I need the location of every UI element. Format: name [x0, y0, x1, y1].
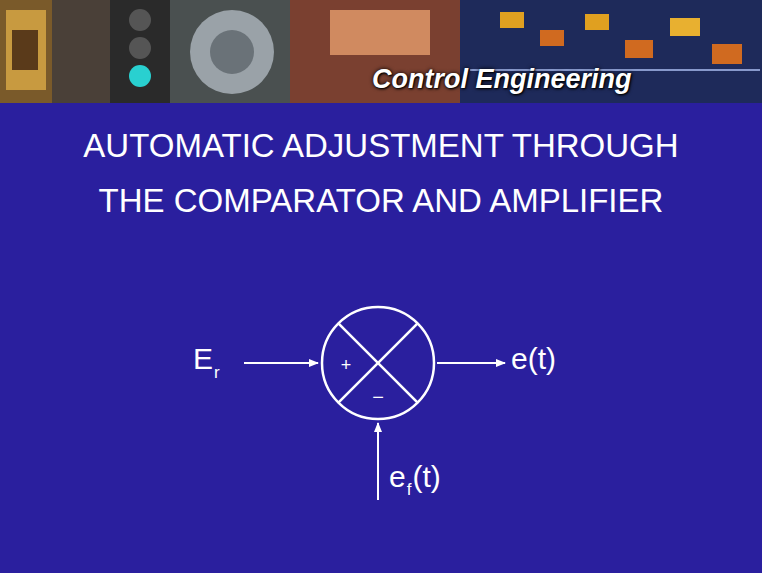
signal-name: (t) [412, 462, 440, 492]
signal-name: e [389, 462, 406, 492]
banner-title: Control Engineering [372, 66, 632, 93]
output-arrow [437, 362, 505, 364]
subscript: r [214, 364, 220, 381]
summing-junction: +− [320, 305, 436, 421]
slide-title: AUTOMATIC ADJUSTMENT THROUGH THE COMPARA… [71, 118, 691, 228]
feedback-arrow [377, 423, 379, 500]
input-arrow [244, 362, 318, 364]
subscript: f [407, 481, 412, 498]
signal-name: E [193, 344, 213, 374]
signal-name: e(t) [511, 344, 556, 374]
minus-sign: − [372, 387, 384, 407]
plus-sign: + [341, 356, 352, 374]
